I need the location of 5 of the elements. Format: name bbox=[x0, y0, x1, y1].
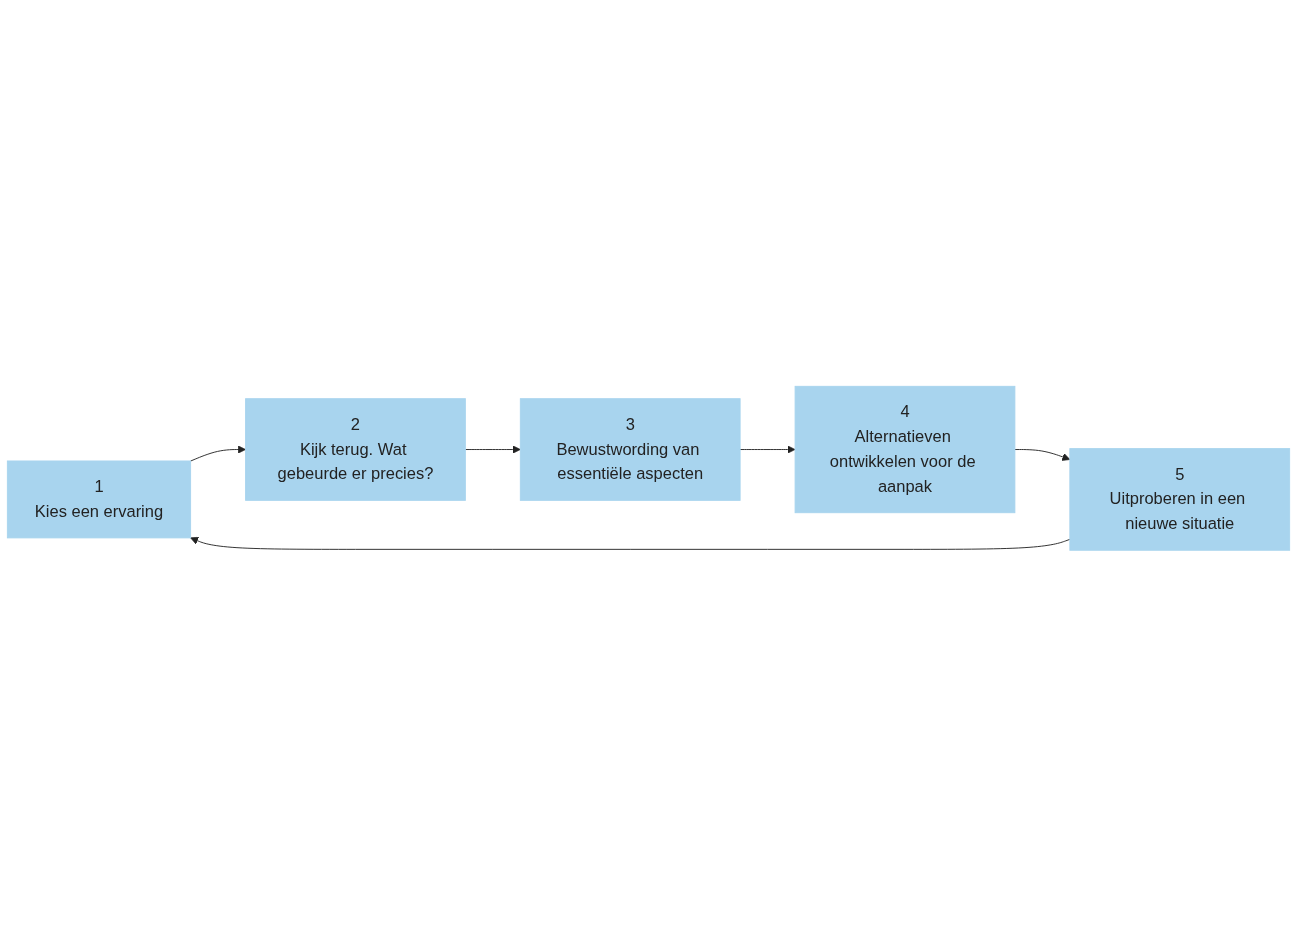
node-box: 5 Uitproberen in een nieuwe situatie bbox=[1069, 448, 1291, 551]
node-box: 2 Kijk terug. Wat gebeurde er precies? bbox=[245, 398, 466, 501]
node-box: 1 Kies een ervaring bbox=[6, 460, 192, 539]
node-box: 3 Bewustwording van essentiële aspecten bbox=[519, 398, 741, 501]
node-box: 4 Alternatieven ontwikkelen voor de aanpak bbox=[794, 386, 1016, 514]
